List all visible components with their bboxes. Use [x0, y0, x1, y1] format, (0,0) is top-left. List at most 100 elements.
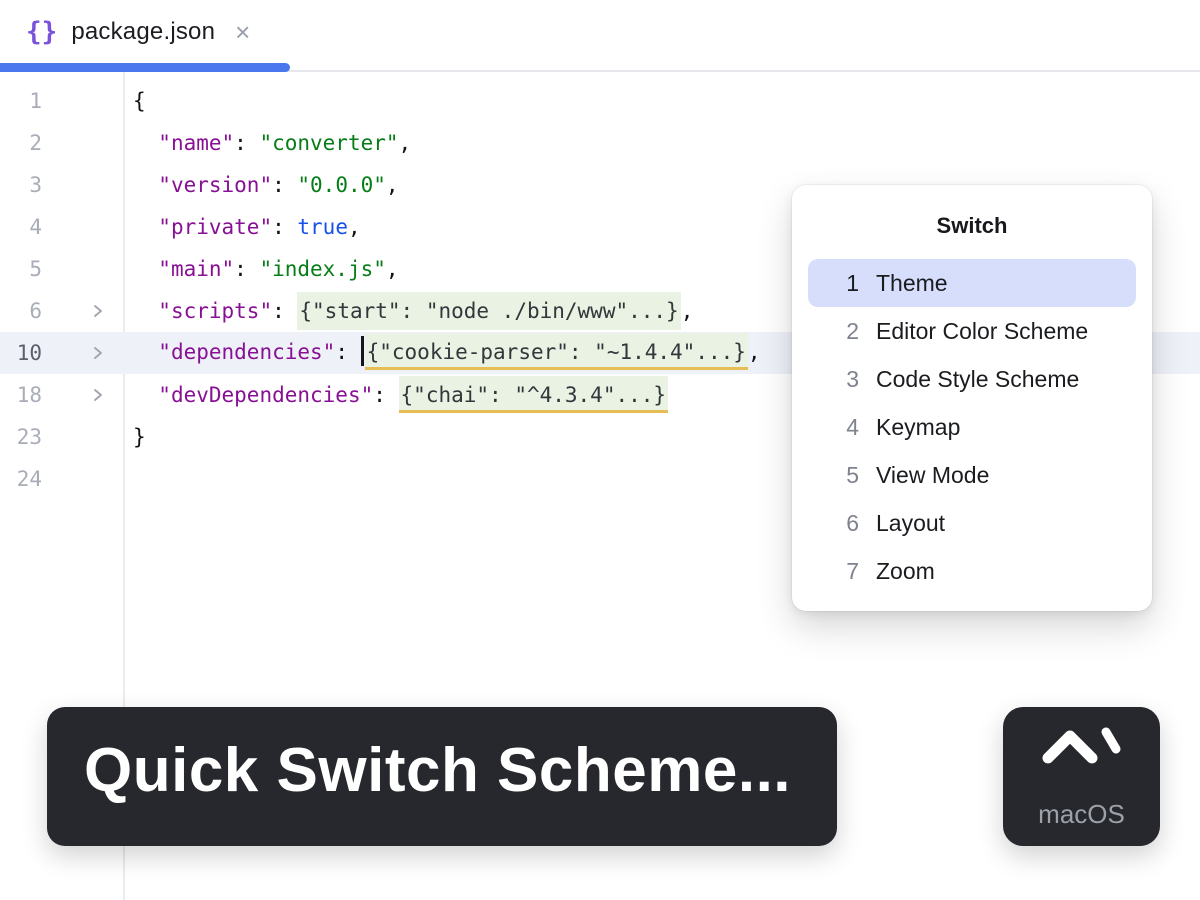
popup-title: Switch [936, 213, 1008, 238]
code-token [133, 173, 158, 197]
line-number: 3 [29, 173, 42, 197]
popup-item-theme[interactable]: 1 Theme [808, 259, 1136, 307]
code-line: 6 "scripts": {"start": "node ./bin/www".… [0, 290, 1200, 332]
code-line: 4 "private": true, [0, 206, 1200, 248]
text-cursor [360, 336, 364, 366]
code-text[interactable]: "main": "index.js", [124, 257, 399, 281]
code-token: "converter" [259, 131, 399, 155]
editor-tab-bar: {} package.json × [0, 0, 1200, 72]
code-token: : [272, 299, 298, 323]
folded-region[interactable]: {"cookie-parser": "~1.4.4"...} [364, 333, 748, 370]
code-text[interactable]: "private": true, [124, 215, 361, 239]
gutter: 18 [0, 374, 124, 416]
code-token [133, 257, 158, 281]
close-tab-icon[interactable]: × [235, 17, 251, 47]
line-number: 6 [29, 299, 42, 323]
popup-item-label: View Mode [876, 461, 990, 488]
folded-region[interactable]: {"chai": "^4.3.4"...} [398, 376, 669, 413]
gutter: 23 [0, 416, 124, 458]
code-token: , [385, 257, 399, 281]
code-text[interactable]: "name": "converter", [124, 131, 411, 155]
code-token: "dependencies" [158, 340, 336, 364]
popup-item-mnemonic: 1 [846, 269, 859, 296]
code-token: : [373, 383, 399, 407]
fold-chevron-icon[interactable] [90, 345, 106, 361]
code-token: : [335, 340, 361, 364]
folded-region[interactable]: {"start": "node ./bin/www"...} [297, 292, 681, 330]
gutter: 10 [0, 332, 124, 374]
code-line: 5 "main": "index.js", [0, 248, 1200, 290]
line-number: 23 [16, 425, 42, 449]
code-token: "index.js" [259, 257, 386, 281]
code-token: , [347, 215, 361, 239]
popup-item-zoom[interactable]: 7 Zoom [808, 547, 1136, 595]
line-number: 10 [16, 341, 42, 365]
code-token: , [680, 299, 694, 323]
line-number: 18 [16, 383, 42, 407]
code-token [133, 340, 158, 364]
code-token: , [398, 131, 412, 155]
code-line: 24 [0, 458, 1200, 500]
line-number: 4 [29, 215, 42, 239]
code-token: "version" [158, 173, 273, 197]
code-token: : [272, 173, 298, 197]
gutter: 4 [0, 206, 124, 248]
popup-item-label: Keymap [876, 413, 961, 440]
active-tab-indicator [0, 63, 290, 72]
code-text[interactable]: "dependencies": {"cookie-parser": "~1.4.… [124, 333, 761, 370]
code-text[interactable]: "scripts": {"start": "node ./bin/www"...… [124, 292, 694, 330]
code-token: , [385, 173, 399, 197]
popup-item-label: Layout [876, 509, 946, 536]
tab-package-json[interactable]: {} package.json × [0, 0, 270, 64]
popup-item-mnemonic: 3 [846, 365, 859, 392]
code-line: 3 "version": "0.0.0", [0, 164, 1200, 206]
gutter: 2 [0, 122, 124, 164]
code-token [133, 383, 158, 407]
code-text[interactable]: "devDependencies": {"chai": "^4.3.4"...} [124, 376, 669, 413]
tab-title: package.json [71, 18, 216, 45]
gutter: 24 [0, 458, 124, 500]
code-text[interactable]: } [124, 425, 146, 449]
shortcut-key-badge: macOS [1003, 707, 1160, 846]
gutter: 3 [0, 164, 124, 206]
popup-item-code-style-scheme[interactable]: 3 Code Style Scheme [808, 355, 1136, 403]
action-name-overlay: Quick Switch Scheme... [47, 707, 837, 846]
line-number: 5 [29, 257, 42, 281]
gutter-divider [123, 72, 125, 900]
code-line: 18 "devDependencies": {"chai": "^4.3.4".… [0, 374, 1200, 416]
code-token: "name" [158, 131, 235, 155]
json-file-icon: {} [26, 17, 58, 47]
popup-item-mnemonic: 2 [846, 317, 859, 344]
code-text[interactable]: { [124, 89, 146, 113]
fold-chevron-icon[interactable] [90, 303, 106, 319]
code-token: true [297, 215, 348, 239]
popup-item-mnemonic: 5 [846, 461, 859, 488]
code-token: "devDependencies" [158, 383, 374, 407]
line-number: 2 [29, 131, 42, 155]
code-token [133, 299, 158, 323]
popup-item-layout[interactable]: 6 Layout [808, 499, 1136, 547]
line-number: 1 [29, 89, 42, 113]
popup-item-label: Code Style Scheme [876, 365, 1080, 392]
code-token: "main" [158, 257, 235, 281]
popup-item-label: Zoom [876, 557, 935, 584]
code-token: } [133, 425, 146, 449]
control-backtick-keys-icon [1042, 727, 1120, 764]
tabbar-divider [0, 70, 1200, 72]
code-line: 23} [0, 416, 1200, 458]
popup-item-view-mode[interactable]: 5 View Mode [808, 451, 1136, 499]
code-token: "private" [158, 215, 273, 239]
code-token: : [272, 215, 298, 239]
popup-item-label: Theme [876, 269, 948, 296]
gutter: 5 [0, 248, 124, 290]
action-name-label: Quick Switch Scheme... [84, 736, 792, 805]
code-token [133, 215, 158, 239]
popup-item-mnemonic: 6 [846, 509, 859, 536]
fold-chevron-icon[interactable] [90, 387, 106, 403]
code-text[interactable]: "version": "0.0.0", [124, 173, 399, 197]
popup-item-mnemonic: 7 [846, 557, 859, 584]
gutter: 1 [0, 80, 124, 122]
